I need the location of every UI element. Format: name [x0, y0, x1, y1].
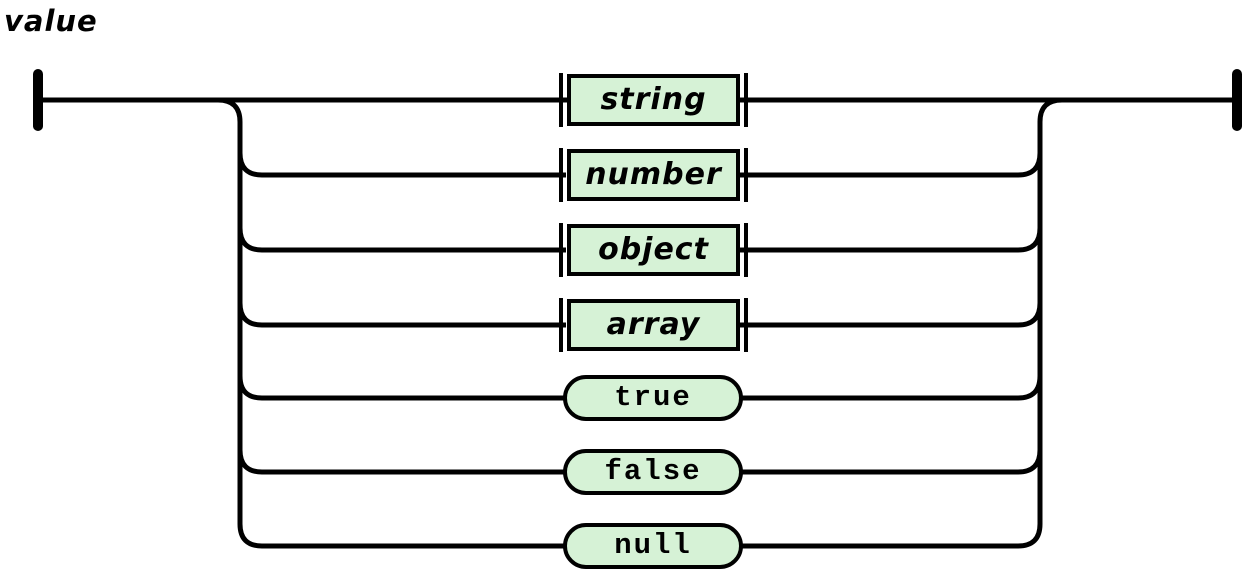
node-string: string — [567, 74, 740, 126]
rail-merge-right-false — [740, 449, 1043, 475]
rail-branch-left-false — [237, 449, 566, 475]
node-false: false — [563, 449, 743, 495]
end-terminal-icon — [1232, 69, 1242, 131]
rail-merge-right-true — [740, 375, 1043, 401]
node-true: true — [563, 375, 743, 421]
rail-left-trunk — [217, 97, 566, 549]
rail-branch-left-number — [237, 152, 566, 178]
rail-right-trunk — [740, 97, 1063, 549]
node-number: number — [567, 149, 740, 201]
rail-branch-left-array — [237, 302, 566, 328]
rail-branch-left-object — [237, 227, 566, 253]
rail-merge-right-number — [740, 152, 1043, 178]
node-object: object — [567, 224, 740, 276]
rail-merge-right-array — [740, 302, 1043, 328]
node-null: null — [563, 523, 743, 569]
rail-merge-right-object — [740, 227, 1043, 253]
start-terminal-icon — [33, 69, 43, 131]
rule-title: value — [4, 4, 98, 38]
node-array: array — [567, 299, 740, 351]
rail-branch-left-true — [237, 375, 566, 401]
